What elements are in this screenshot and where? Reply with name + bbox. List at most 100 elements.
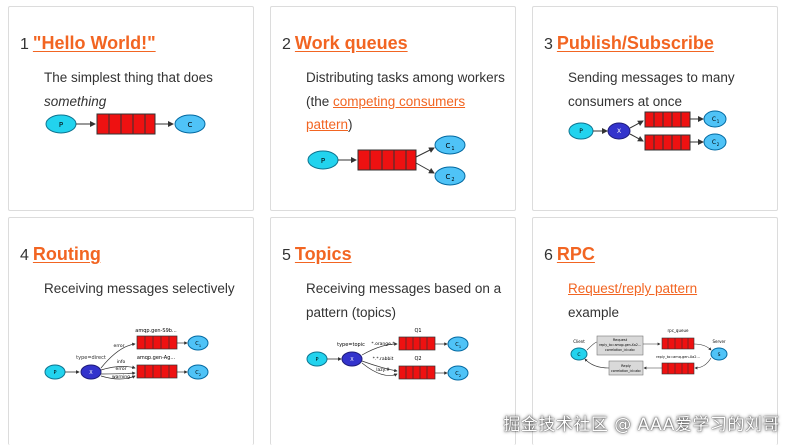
consumer1-sub: 1 bbox=[199, 344, 201, 348]
request-box-line3: correlation_id=abc bbox=[605, 348, 635, 352]
binding-arrow bbox=[361, 362, 398, 377]
producer-label: P bbox=[53, 370, 56, 376]
binding-arrow bbox=[100, 375, 136, 380]
card-rpc: 6 RPC Request/reply pattern example Clie… bbox=[532, 217, 778, 445]
exchange-type: type=topic bbox=[337, 342, 365, 348]
exchange-node bbox=[80, 364, 102, 380]
server-name: Server bbox=[712, 339, 725, 344]
producer-label: P bbox=[321, 157, 325, 165]
binding-2: *.*.rabbit bbox=[373, 356, 394, 362]
rpc-diagram: Client C Request reply_to=amqp.gen-Xa2..… bbox=[570, 328, 728, 376]
exchange-node bbox=[607, 122, 631, 140]
card-number: 6 bbox=[544, 247, 553, 264]
card-number: 3 bbox=[544, 36, 553, 53]
consumer1-node bbox=[434, 135, 466, 155]
desc-text: Distributing tasks among workers (the bbox=[306, 70, 505, 109]
routing-diagram: P X type=direct error info error warning… bbox=[44, 328, 209, 380]
consumer1-label: C bbox=[446, 142, 451, 150]
binding-3: lazy.# bbox=[376, 367, 390, 373]
card-heading: 3 Publish/Subscribe bbox=[544, 33, 714, 54]
queue-1 bbox=[398, 336, 436, 351]
consumer-label: C bbox=[188, 121, 193, 129]
rpc-queue-name: rpc_queue bbox=[668, 328, 689, 333]
consumer1-label: C bbox=[195, 341, 199, 347]
desc-text: The simplest thing that does bbox=[44, 70, 213, 85]
request-line bbox=[586, 341, 598, 351]
card-description: Distributing tasks among workers (the co… bbox=[306, 66, 506, 137]
exchange-type: type=direct bbox=[76, 355, 106, 361]
rpc-queue bbox=[661, 337, 695, 350]
hello-world-diagram: P C bbox=[45, 113, 206, 135]
consumer-node bbox=[174, 114, 206, 134]
consumer1-label: C bbox=[455, 342, 459, 348]
card-number: 4 bbox=[20, 247, 29, 264]
binding-arrow bbox=[100, 342, 136, 369]
topics-link[interactable]: Topics bbox=[294, 244, 352, 264]
watermark: 掘金技术社区 @ AAA爱学习的刘哥 bbox=[503, 415, 780, 435]
desc-emphasis: something bbox=[44, 93, 107, 109]
exchange-label: X bbox=[89, 370, 93, 376]
card-hello-world: 1 "Hello World!" The simplest thing that… bbox=[8, 6, 254, 211]
card-number: 1 bbox=[20, 36, 29, 53]
server-node bbox=[710, 347, 728, 361]
binding-info: info bbox=[117, 359, 126, 365]
producer-label: P bbox=[59, 121, 63, 129]
queue bbox=[96, 113, 156, 135]
request-box-line2: reply_to=amqp.gen-Xa2... bbox=[599, 343, 641, 347]
binding-arrow bbox=[361, 342, 398, 356]
card-description: Request/reply pattern example bbox=[568, 277, 768, 324]
competing-consumers-link[interactable]: competing consumers pattern bbox=[306, 93, 466, 133]
consumer2-sub: 2 bbox=[199, 373, 201, 377]
server-label: S bbox=[718, 352, 721, 358]
consumer2-label: C bbox=[446, 173, 451, 181]
exchange-label: X bbox=[350, 357, 354, 363]
queue2-name: Q2 bbox=[414, 356, 421, 362]
consumer1-node bbox=[187, 335, 209, 351]
arrow bbox=[415, 162, 435, 174]
card-number: 2 bbox=[282, 36, 291, 53]
consumer2-sub: 2 bbox=[451, 177, 454, 183]
consumer1-node bbox=[703, 110, 727, 128]
arrow bbox=[629, 133, 644, 142]
binding-error: error bbox=[114, 343, 125, 349]
hello-world-link[interactable]: "Hello World!" bbox=[32, 33, 156, 53]
card-number: 5 bbox=[282, 247, 291, 264]
arrow bbox=[694, 357, 712, 370]
work-queues-link[interactable]: Work queues bbox=[294, 33, 408, 53]
binding-warning: warning bbox=[112, 374, 130, 380]
card-description: Sending messages to many consumers at on… bbox=[568, 70, 735, 109]
consumer2-sub: 2 bbox=[459, 374, 461, 378]
arrow bbox=[629, 120, 644, 129]
client-node bbox=[570, 347, 588, 361]
consumer2-node bbox=[434, 166, 466, 186]
arrow bbox=[584, 358, 610, 369]
queue-1 bbox=[644, 111, 691, 128]
card-description: Receiving messages based on a pattern (t… bbox=[306, 281, 502, 320]
producer-label: P bbox=[579, 128, 583, 135]
consumer1-sub: 1 bbox=[451, 146, 454, 152]
client-name: Client bbox=[573, 339, 585, 344]
consumer2-node bbox=[703, 133, 727, 151]
routing-link[interactable]: Routing bbox=[32, 244, 101, 264]
binding-arrow bbox=[100, 371, 136, 375]
consumer1-sub: 1 bbox=[459, 345, 461, 349]
topics-diagram: P X type=topic *.orange.* *.*.rabbit laz… bbox=[306, 328, 469, 381]
rpc-link[interactable]: RPC bbox=[556, 244, 595, 264]
binding-arrow bbox=[100, 365, 136, 371]
reply-queue bbox=[661, 362, 695, 375]
consumer2-node bbox=[447, 365, 469, 381]
exchange-label: X bbox=[617, 128, 621, 135]
consumer2-label: C bbox=[712, 139, 716, 146]
queue bbox=[357, 149, 417, 171]
queue-1 bbox=[136, 335, 178, 350]
consumer1-node bbox=[447, 336, 469, 352]
exchange-node bbox=[341, 351, 363, 367]
consumer2-node bbox=[187, 364, 209, 380]
binding-error-2: error bbox=[116, 366, 127, 372]
request-reply-link[interactable]: Request/reply pattern bbox=[568, 281, 698, 296]
card-heading: 4 Routing bbox=[20, 244, 101, 265]
card-heading: 5 Topics bbox=[282, 244, 352, 265]
consumer1-label: C bbox=[712, 116, 716, 123]
card-heading: 2 Work queues bbox=[282, 33, 408, 54]
publish-subscribe-link[interactable]: Publish/Subscribe bbox=[556, 33, 714, 53]
